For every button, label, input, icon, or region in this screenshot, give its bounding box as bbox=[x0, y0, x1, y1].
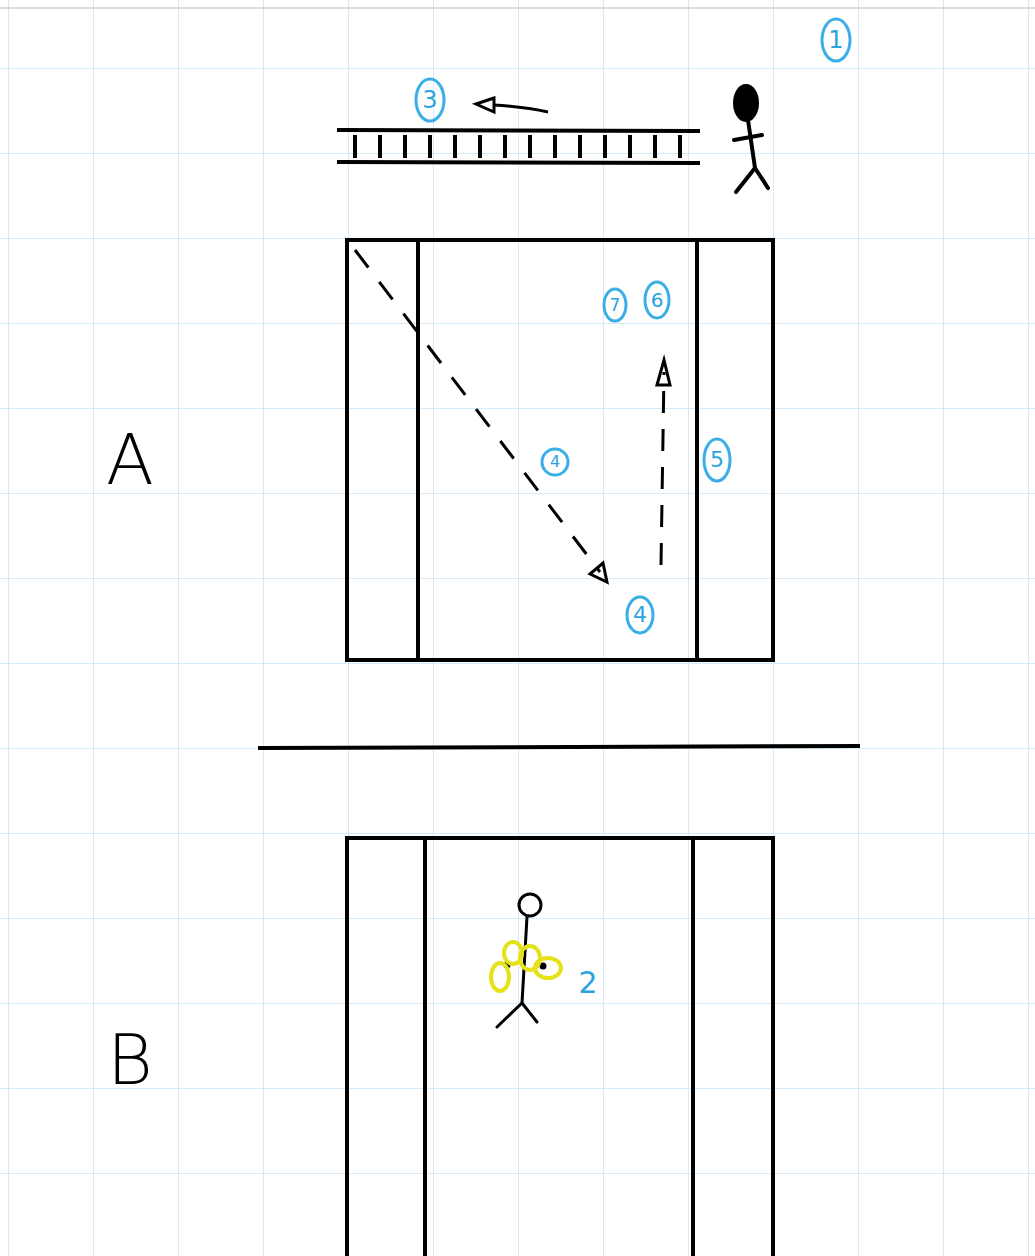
stick-figure bbox=[734, 86, 768, 192]
callout-number: 5 bbox=[710, 449, 724, 471]
highlight-marks bbox=[491, 942, 561, 991]
court-b bbox=[347, 838, 773, 1256]
movement-path bbox=[355, 250, 670, 582]
callout-number: 1 bbox=[828, 28, 843, 52]
callout-number: 6 bbox=[651, 290, 664, 310]
direction-arrow bbox=[476, 98, 548, 112]
section-letter: A bbox=[106, 425, 154, 495]
court-a bbox=[347, 240, 773, 660]
callout-number: 3 bbox=[422, 88, 437, 112]
callout-number: 2 bbox=[578, 968, 597, 998]
separator-line bbox=[258, 746, 860, 748]
callout-number: 4 bbox=[633, 604, 647, 626]
section-letter: B bbox=[107, 1025, 153, 1095]
callout-number: 7 bbox=[610, 297, 621, 314]
callout-circles bbox=[416, 19, 850, 633]
ladder bbox=[337, 130, 700, 163]
callout-number: 4 bbox=[550, 454, 560, 470]
